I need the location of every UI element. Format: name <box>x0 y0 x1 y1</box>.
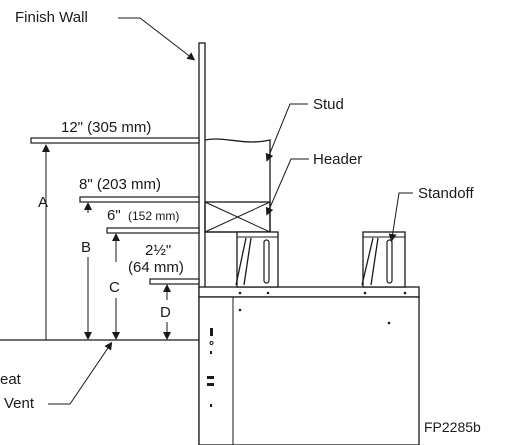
standoff-left <box>235 231 279 288</box>
stud <box>204 138 271 233</box>
label-header: Header <box>313 151 362 168</box>
label-dim-2half-mm: (64 mm) <box>128 259 184 276</box>
shelf-2half-in <box>149 278 200 285</box>
leader-header <box>265 158 309 216</box>
leader-heat-vent <box>48 341 113 405</box>
leader-stud <box>265 103 308 162</box>
label-standoff: Standoff <box>418 185 474 202</box>
leader-finish-wall <box>118 17 196 61</box>
leader-standoff <box>388 192 413 242</box>
finish-wall <box>198 42 206 445</box>
label-stud: Stud <box>313 96 344 113</box>
label-heat-vent-line1: eat <box>0 371 22 388</box>
label-dim-2half-in: 2½" <box>145 242 171 259</box>
figure-id: FP2285b <box>424 419 481 435</box>
standoff-right <box>361 231 406 288</box>
label-dim-6in: 6" <box>107 207 121 224</box>
shelf-8in <box>79 196 200 203</box>
label-dim-8in: 8" (203 mm) <box>79 176 161 193</box>
shelf-6in <box>106 227 200 234</box>
appliance-top <box>198 286 420 298</box>
label-finish-wall: Finish Wall <box>15 9 88 26</box>
label-dim-c: C <box>109 279 120 296</box>
appliance-screw <box>238 308 242 312</box>
leader-lines <box>48 17 413 405</box>
header-block <box>204 201 271 233</box>
label-dim-12in: 12" (305 mm) <box>61 119 151 136</box>
label-dim-d: D <box>160 304 171 321</box>
dimension-arrows <box>42 144 171 340</box>
appliance-screw <box>387 321 391 325</box>
heat-vent-slots <box>207 328 214 407</box>
label-dim-6in-mm: (152 mm) <box>128 209 179 223</box>
label-dim-b: B <box>81 239 91 256</box>
label-dim-a: A <box>38 194 48 211</box>
shelf-12in <box>30 137 200 144</box>
appliance-body <box>198 296 420 445</box>
label-heat-vent-line2: Vent <box>4 395 35 412</box>
